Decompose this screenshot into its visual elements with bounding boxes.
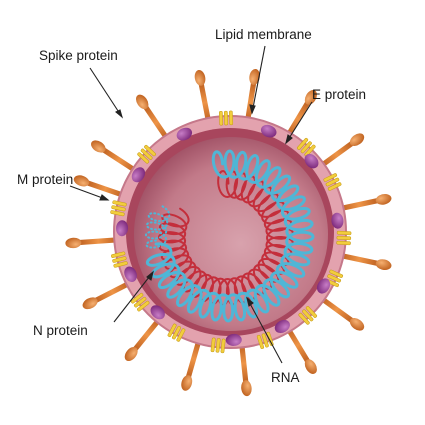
e-protein-group: [116, 124, 344, 346]
m-protein: [130, 292, 150, 312]
leader-e-protein: [285, 101, 313, 145]
n-protein-coil: [145, 149, 315, 323]
spike-protein: [318, 133, 365, 169]
m-protein: [218, 110, 234, 126]
spike-protein: [337, 194, 392, 212]
spike-protein: [194, 69, 212, 125]
m-protein: [297, 137, 316, 157]
label-n-protein: N protein: [33, 323, 88, 338]
e-protein: [176, 127, 193, 141]
m-protein: [111, 251, 128, 268]
label-rna: RNA: [271, 370, 300, 385]
e-protein: [304, 153, 319, 169]
m-protein: [323, 173, 342, 191]
leader-n-protein: [113, 270, 154, 323]
m-protein: [110, 200, 127, 217]
spike-protein: [91, 140, 139, 174]
e-protein: [260, 124, 277, 138]
spike-protein: [239, 341, 252, 397]
spike-protein: [337, 252, 392, 270]
leader-spike-protein: [89, 67, 124, 119]
rna-strand: [157, 170, 294, 306]
spike-protein-group: [65, 68, 392, 397]
spike-protein: [135, 94, 170, 142]
spike-protein: [124, 316, 162, 362]
m-protein: [298, 306, 318, 325]
e-protein: [116, 220, 129, 237]
spike-protein: [73, 175, 127, 199]
m-protein: [137, 144, 156, 164]
label-spike-protein: Spike protein: [39, 48, 118, 63]
leader-lines: [69, 45, 313, 364]
leader-m-protein: [69, 185, 110, 201]
spike-protein: [244, 68, 260, 124]
spike-protein: [65, 237, 121, 249]
e-protein: [131, 167, 146, 183]
e-protein: [124, 266, 137, 282]
e-protein: [316, 278, 331, 294]
n-protein-tail: [145, 205, 171, 249]
e-protein: [274, 319, 290, 333]
e-protein: [150, 305, 165, 320]
leader-lipid-membrane: [249, 45, 266, 115]
e-protein: [331, 212, 344, 229]
e-protein: [225, 333, 242, 346]
spike-protein: [82, 280, 133, 310]
m-protein: [167, 323, 186, 342]
m-protein: [336, 230, 352, 246]
spike-protein: [285, 90, 317, 139]
rna-coil: [157, 170, 294, 306]
spike-protein: [181, 337, 202, 391]
label-m-protein: M protein: [17, 172, 74, 187]
n-protein-strand: [145, 149, 315, 323]
spike-protein: [318, 295, 365, 331]
spike-protein: [285, 325, 317, 374]
m-protein-group: [110, 110, 352, 354]
m-protein: [210, 337, 226, 354]
m-protein: [256, 331, 274, 350]
label-e-protein: E protein: [312, 87, 367, 102]
label-lipid-membrane: Lipid membrane: [215, 27, 312, 42]
leader-rna: [246, 296, 283, 364]
